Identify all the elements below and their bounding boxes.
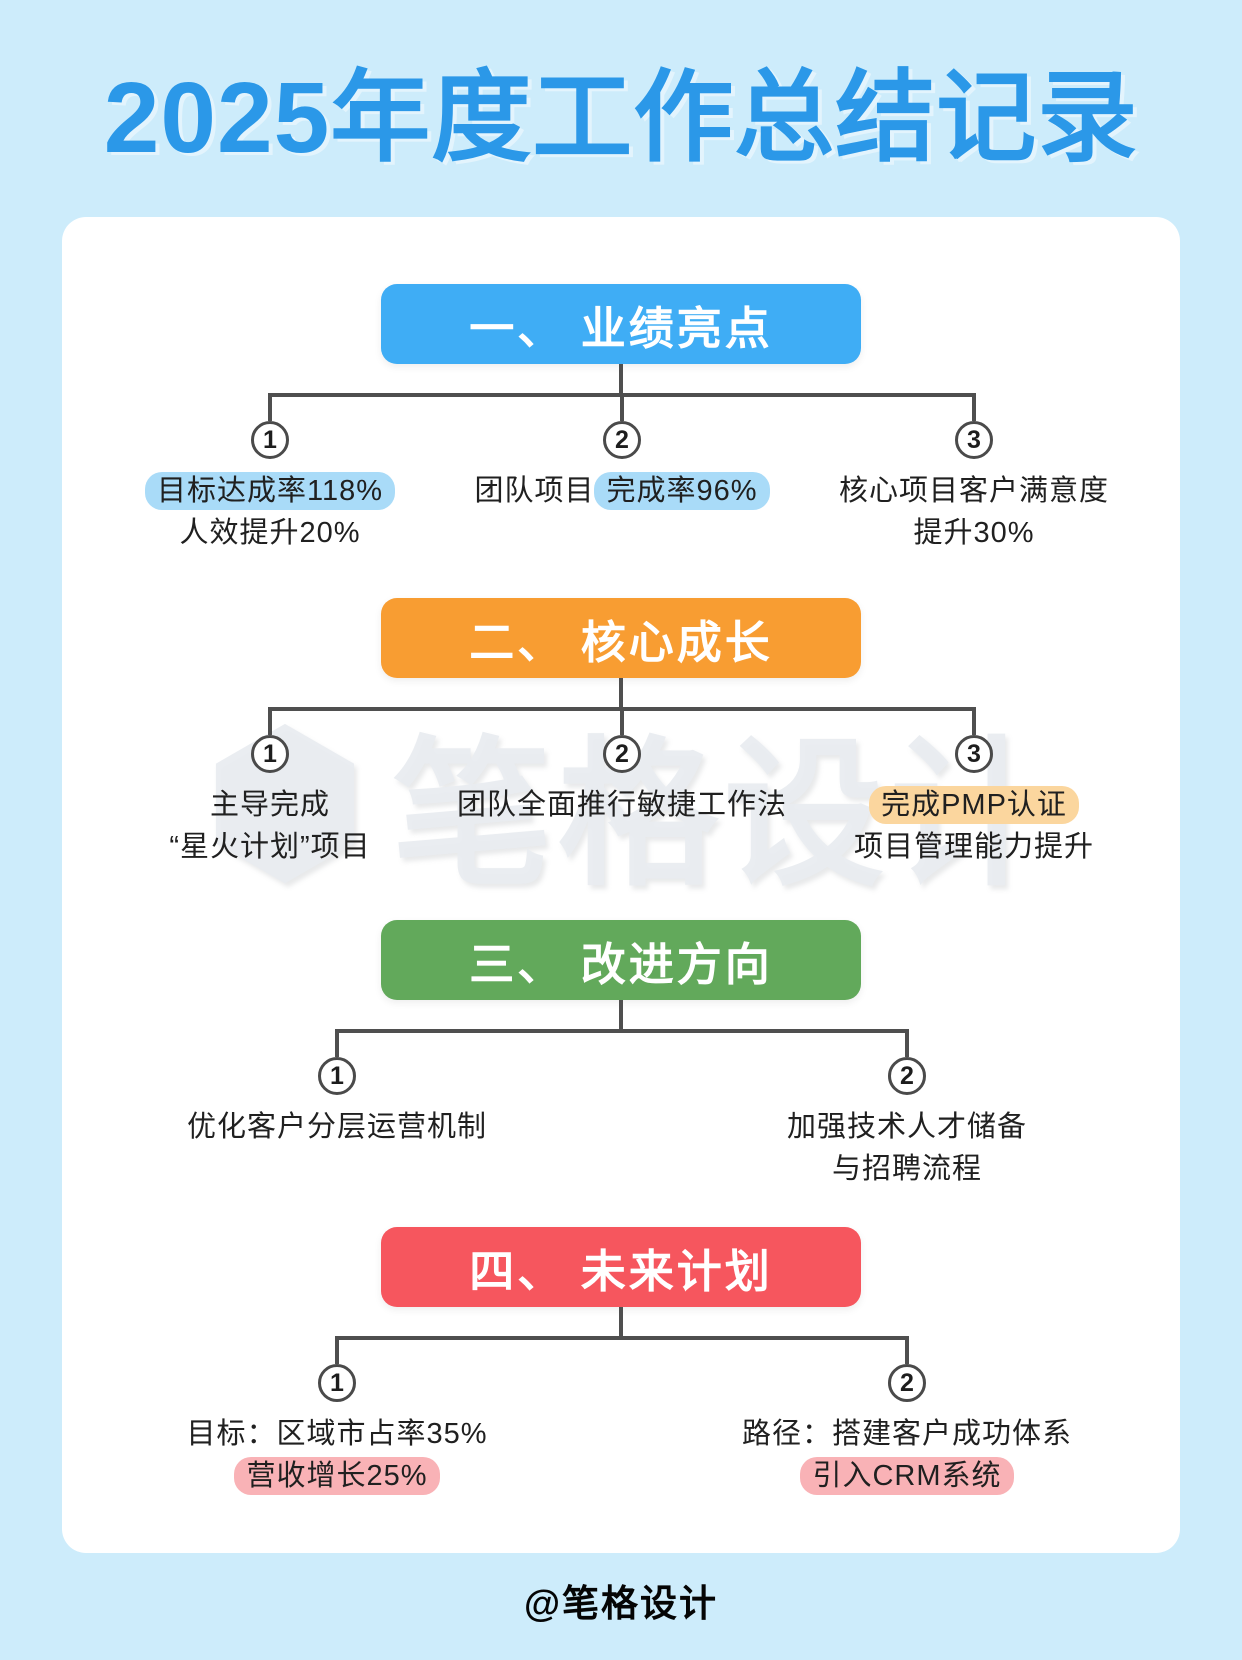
item-text-line: 目标达成率118%: [90, 470, 450, 512]
connector-stub: [905, 1336, 909, 1364]
connector-stub: [905, 1029, 909, 1057]
item-text-line: 营收增长25%: [122, 1455, 552, 1497]
page-title: 2025年度工作总结记录: [103, 62, 1139, 174]
connector-stub: [972, 707, 976, 735]
item-number-badge: 3: [955, 421, 993, 459]
item-text: 团队项目完成率96%: [442, 470, 802, 512]
section-3-header: 三、 改进方向: [381, 920, 861, 1000]
content-card: ⬢ 笔格设计 一、 业绩亮点 1 2 3 目标达成率118% 人效提升20% 团…: [62, 217, 1180, 1553]
item-text: 团队全面推行敏捷工作法: [442, 784, 802, 826]
section-1-tree: 1 2 3 目标达成率118% 人效提升20% 团队项目完成率96% 核心项目客…: [62, 364, 1180, 604]
item-text-line: 与招聘流程: [831, 1153, 982, 1185]
item-text: 路径：搭建客户成功体系 引入CRM系统: [692, 1413, 1122, 1497]
connector-stem: [619, 364, 623, 393]
section-4-tree: 1 2 目标：区域市占率35% 营收增长25% 路径：搭建客户成功体系 引入CR…: [62, 1307, 1180, 1547]
item-text: 主导完成 “星火计划”项目: [90, 784, 450, 868]
section-2-header: 二、 核心成长: [381, 598, 861, 678]
section-1-header: 一、 业绩亮点: [381, 284, 861, 364]
item-text-line: 完成PMP认证: [794, 784, 1154, 826]
connector-stub: [335, 1029, 339, 1057]
item-text-line: 优化客户分层运营机制: [186, 1111, 487, 1143]
item-number-badge: 2: [888, 1364, 926, 1402]
item-text-line: 目标：区域市占率35%: [186, 1418, 488, 1450]
item-text-line: 提升30%: [913, 517, 1035, 549]
item-number-badge: 1: [318, 1057, 356, 1095]
item-text-line: 主导完成: [209, 789, 330, 821]
item-text-line: 引入CRM系统: [692, 1455, 1122, 1497]
item-text: 目标：区域市占率35% 营收增长25%: [122, 1413, 552, 1497]
connector-stub: [620, 393, 624, 421]
connector-stub: [972, 393, 976, 421]
connector-bar: [335, 1029, 909, 1033]
connector-stem: [619, 1307, 623, 1336]
item-text: 完成PMP认证 项目管理能力提升: [794, 784, 1154, 868]
connector-stem: [619, 678, 623, 707]
footer-credit: @笔格设计: [523, 1583, 719, 1624]
item-number-badge: 2: [603, 735, 641, 773]
connector-stem: [619, 1000, 623, 1029]
connector-stub: [268, 707, 272, 735]
section-4-header: 四、 未来计划: [381, 1227, 861, 1307]
item-text-line: 核心项目客户满意度: [838, 475, 1109, 507]
connector-bar: [335, 1336, 909, 1340]
item-text: 加强技术人才储备 与招聘流程: [692, 1106, 1122, 1190]
section-2-tree: 1 2 3 主导完成 “星火计划”项目 团队全面推行敏捷工作法 完成PMP认证 …: [62, 678, 1180, 918]
item-text-line: 路径：搭建客户成功体系: [741, 1418, 1072, 1450]
item-text-line: “星火计划”项目: [169, 831, 371, 863]
item-number-badge: 2: [603, 421, 641, 459]
item-number-badge: 1: [318, 1364, 356, 1402]
item-text-line: 团队全面推行敏捷工作法: [456, 789, 787, 821]
item-text-line: 加强技术人才储备: [786, 1111, 1027, 1143]
item-number-badge: 2: [888, 1057, 926, 1095]
item-number-badge: 1: [251, 735, 289, 773]
item-text: 优化客户分层运营机制: [122, 1106, 552, 1148]
item-text: 核心项目客户满意度 提升30%: [794, 470, 1154, 554]
item-text-line: 人效提升20%: [179, 517, 361, 549]
connector-stub: [268, 393, 272, 421]
section-3-tree: 1 2 优化客户分层运营机制 加强技术人才储备 与招聘流程: [62, 1000, 1180, 1240]
connector-stub: [335, 1336, 339, 1364]
item-number-badge: 3: [955, 735, 993, 773]
connector-stub: [620, 707, 624, 735]
item-text: 目标达成率118% 人效提升20%: [90, 470, 450, 554]
item-text-line: 团队项目完成率96%: [442, 470, 802, 512]
item-number-badge: 1: [251, 421, 289, 459]
item-text-line: 项目管理能力提升: [853, 831, 1094, 863]
